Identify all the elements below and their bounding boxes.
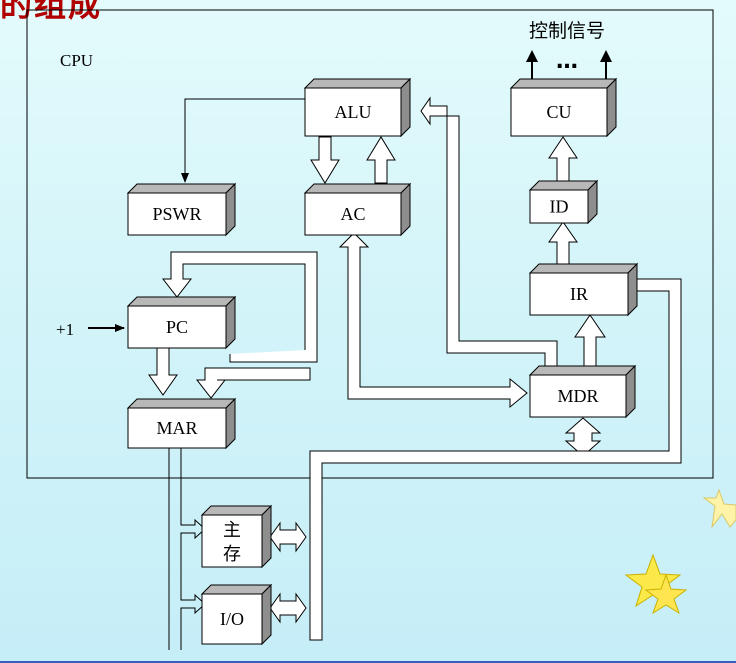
mar-block: MAR (126, 397, 237, 450)
cpu-label: CPU (60, 51, 93, 70)
control-signals-ellipsis: … (556, 49, 578, 74)
id-block: ID (528, 179, 599, 225)
control-signals-label: 控制信号 (529, 20, 605, 42)
pswr-block-label: PSWR (152, 204, 201, 224)
ir-block-label: IR (570, 284, 588, 304)
alu-to-ac-arrow (310, 136, 340, 184)
mar-block-label: MAR (156, 418, 197, 438)
cu-block-label: CU (546, 102, 571, 122)
mar-address-bus (168, 447, 206, 650)
alu-block-label: ALU (335, 102, 372, 122)
memory-block-label-line2: 存 (223, 544, 241, 565)
ac-mdr-bus (338, 232, 528, 409)
pswr-block: PSWR (126, 182, 237, 237)
memory-block: 主存 (200, 504, 273, 569)
memory-data-bus-arrow (269, 521, 307, 553)
pc-block: PC (126, 295, 237, 350)
alu-to-pswr-line (181, 98, 305, 183)
cu-block: CU (509, 77, 618, 138)
cpu-frame (26, 9, 714, 479)
io-block-label: I/O (220, 609, 244, 629)
ir-block: IR (528, 262, 639, 317)
id-to-cu-arrow (548, 136, 578, 183)
ac-to-alu-arrow (366, 136, 396, 184)
pc-to-mar-arrow (148, 347, 178, 396)
mdr-to-ir-arrow (574, 314, 606, 367)
star-decoration-icon (624, 488, 736, 615)
id-block-label: ID (550, 197, 569, 217)
slide-title: 的组成 (0, 0, 103, 24)
io-block: I/O (200, 583, 273, 646)
ir-address-bus (309, 278, 682, 641)
slide-bottom-rule (0, 661, 736, 663)
ir-to-mar-arrow (195, 367, 311, 399)
increment-label: +1 (56, 320, 74, 339)
ac-block: AC (303, 182, 412, 237)
alu-block: ALU (303, 77, 412, 138)
memory-block-label-line1: 主 (223, 520, 241, 541)
pc-loop-bus (161, 251, 318, 363)
mdr-data-bus-arrow (564, 417, 602, 457)
io-data-bus-arrow (269, 592, 307, 624)
mdr-to-alu-bus (420, 96, 558, 366)
mdr-block-label: MDR (557, 386, 598, 406)
pc-block-label: PC (166, 317, 188, 337)
ac-block-label: AC (340, 204, 365, 224)
ir-to-id-arrow (548, 221, 578, 265)
mdr-block: MDR (528, 364, 637, 419)
